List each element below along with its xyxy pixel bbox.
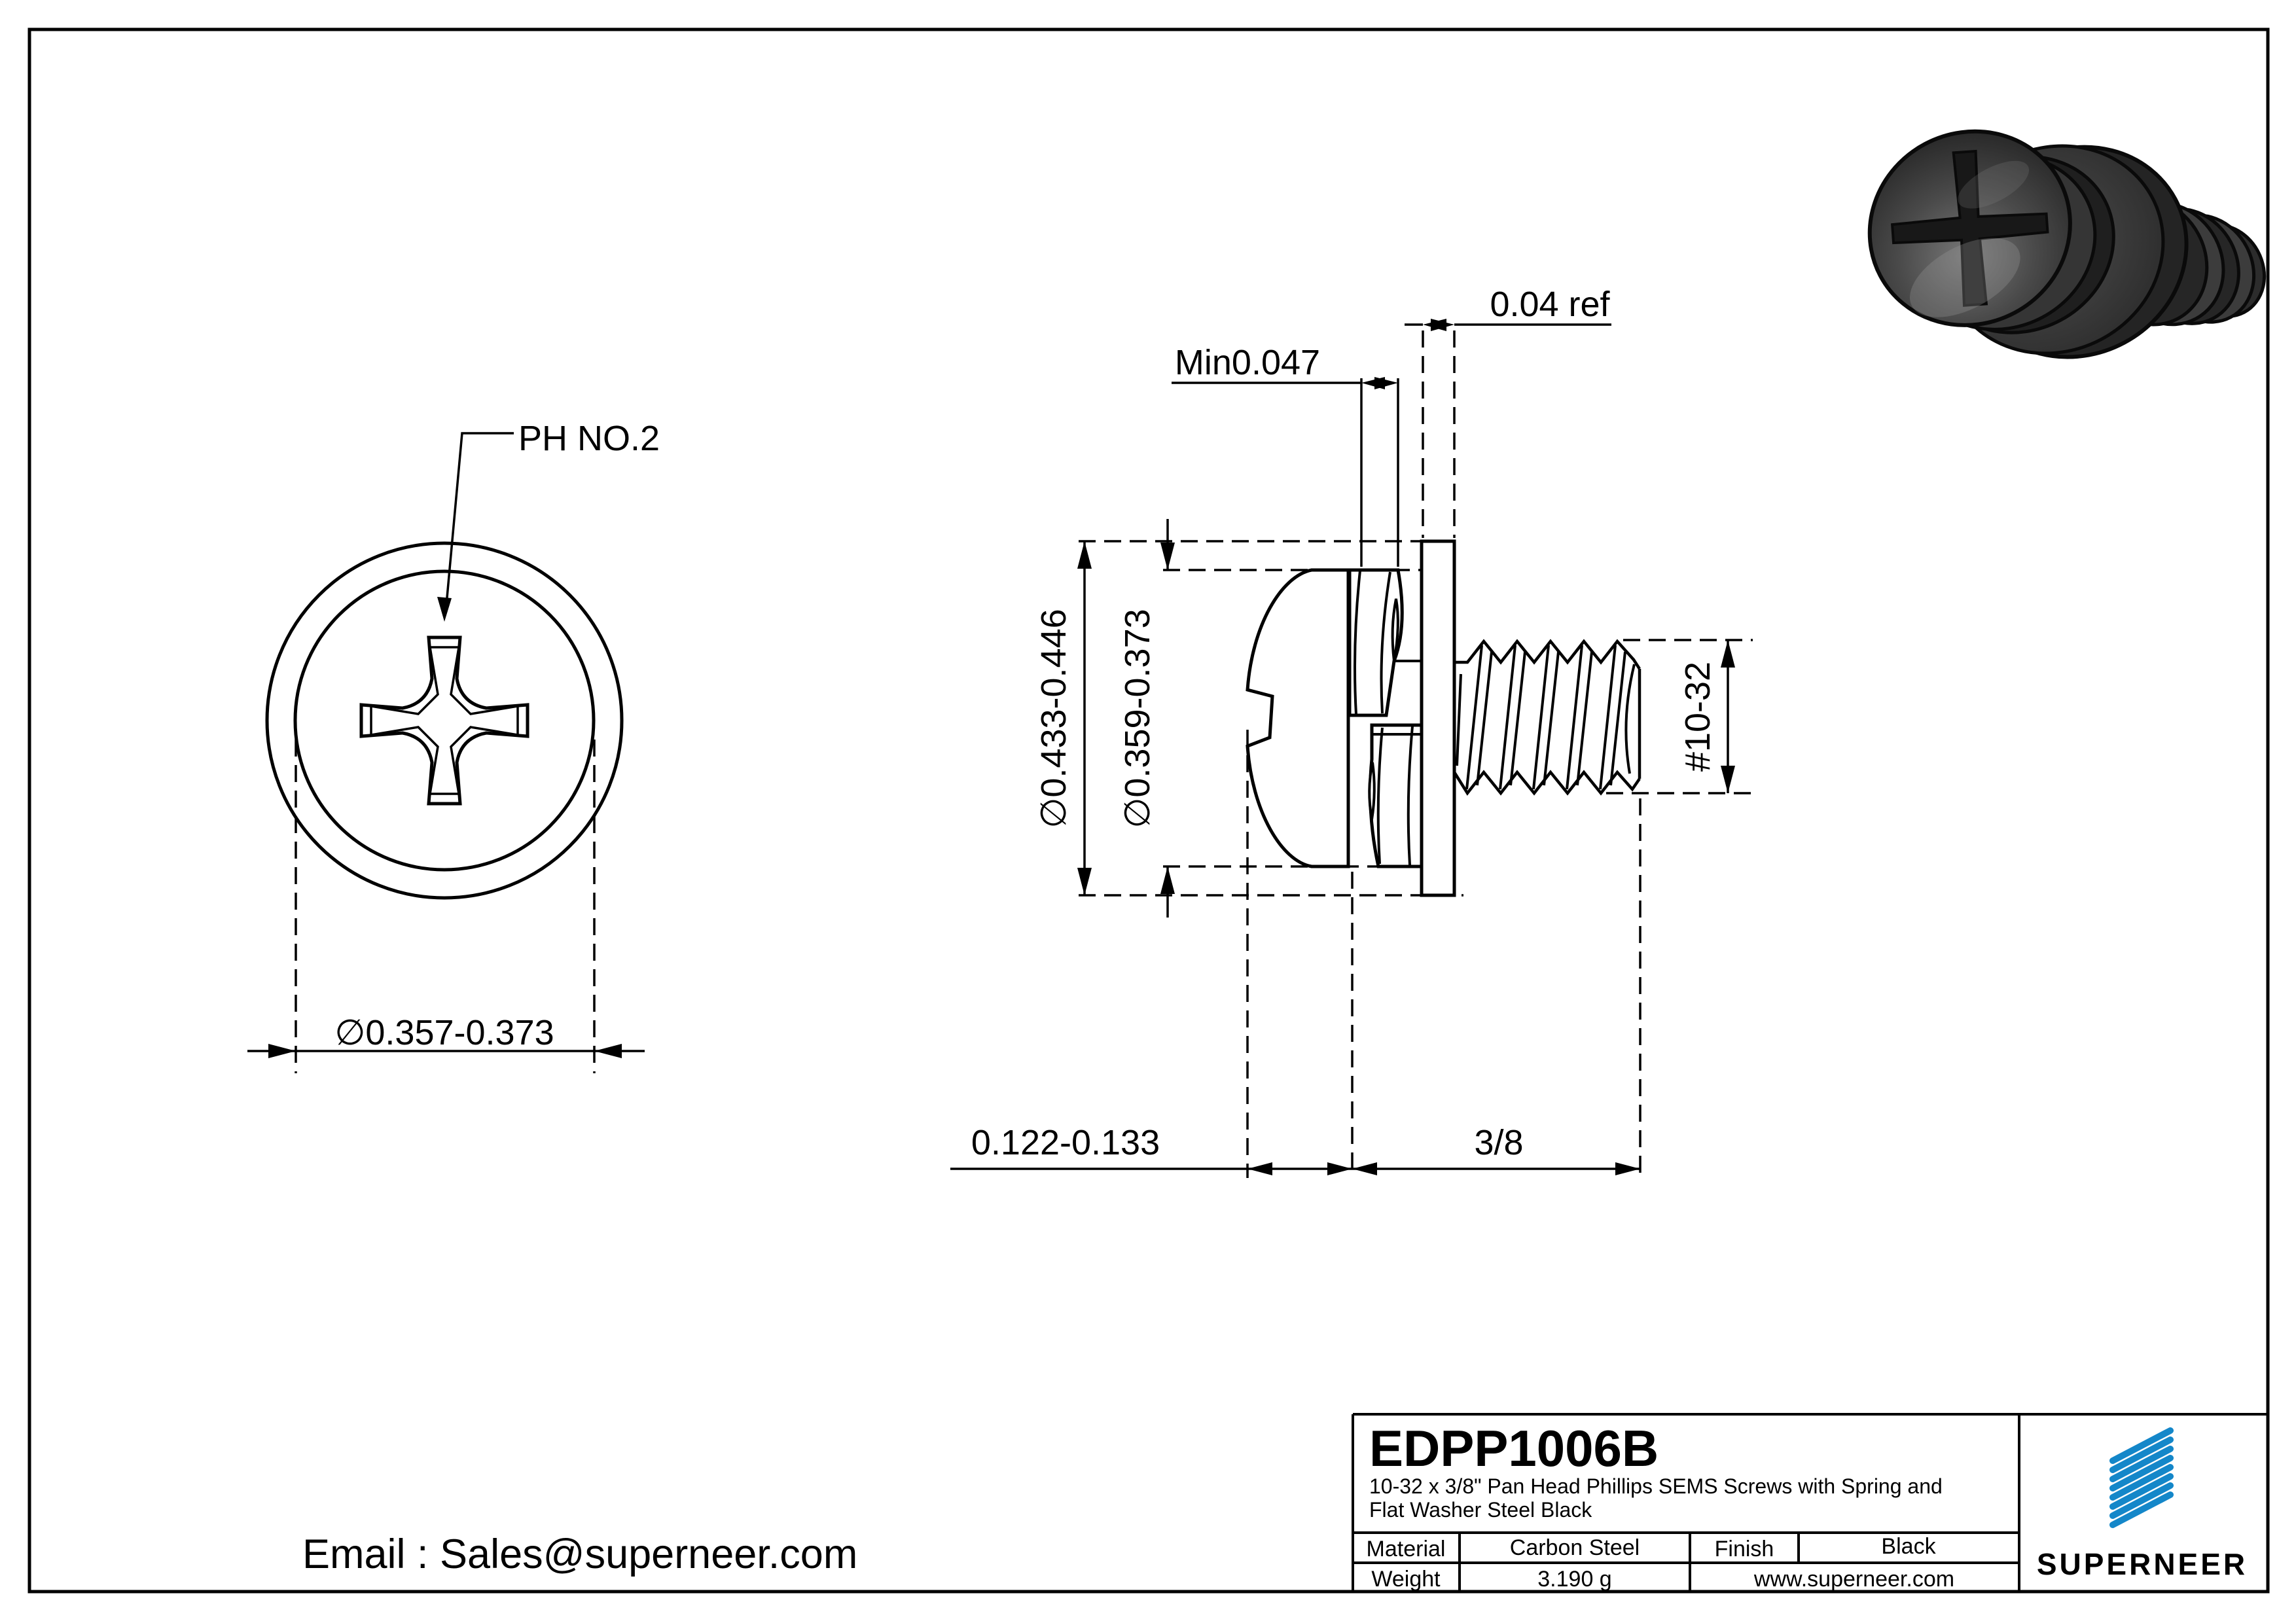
finish-label: Finish	[1715, 1537, 1774, 1561]
thread-spec-dimension: #10-32	[1606, 639, 1753, 794]
flat-washer-profile	[1420, 539, 1456, 897]
head-diameter-dim: ∅0.357-0.373	[334, 1013, 554, 1052]
flat-washer-thickness-dimension: 0.04 ref	[1405, 285, 1611, 538]
washer-od-dim: ∅0.433-0.446	[1034, 609, 1073, 828]
pan-head-profile	[1246, 568, 1350, 868]
superneer-logo: SUPERNEER	[2037, 1427, 2248, 1581]
contact-email: Email : Sales@superneer.com	[302, 1531, 857, 1577]
part-description-line1: 10-32 x 3/8" Pan Head Phillips SEMS Scre…	[1369, 1474, 1943, 1498]
front-view-dimension: ∅0.357-0.373	[247, 740, 645, 1073]
weight-label: Weight	[1371, 1567, 1441, 1592]
sheet-border	[27, 27, 2270, 1594]
brand-name: SUPERNEER	[2037, 1547, 2248, 1581]
material-label: Material	[1367, 1537, 1446, 1561]
thread-profile	[1453, 639, 1641, 796]
finish-value: Black	[1881, 1534, 1936, 1559]
length-dimensions: 0.122-0.133 3/8	[950, 730, 1641, 1178]
head-height-dim: 0.122-0.133	[971, 1123, 1160, 1162]
logo-stripes-icon	[2109, 1427, 2174, 1528]
front-view	[265, 541, 624, 900]
head-od-dimension: ∅0.359-0.373	[1118, 519, 1422, 918]
thread-spec-dim: #10-32	[1678, 662, 1717, 772]
part-description-line2: Flat Washer Steel Black	[1369, 1498, 1592, 1522]
website-link[interactable]: www.superneer.com	[1753, 1567, 1954, 1592]
weight-value: 3.190 g	[1537, 1567, 1611, 1592]
title-block: EDPP1006B 10-32 x 3/8" Pan Head Phillips…	[1352, 1413, 2268, 1592]
phillips-recess-icon	[359, 635, 529, 806]
head-od-dim: ∅0.359-0.373	[1118, 609, 1157, 828]
screw-3d-render	[1867, 129, 2267, 359]
thread-length-dim: 3/8	[1474, 1123, 1523, 1162]
washer-ref-dim: 0.04 ref	[1490, 285, 1610, 324]
washer-od-dimension: ∅0.433-0.446	[1034, 540, 1463, 897]
recess-callout: PH NO.2	[437, 419, 660, 622]
spring-washer-profile	[1348, 568, 1424, 868]
leader-arrow-icon	[437, 597, 452, 622]
spring-min-dim: Min0.047	[1175, 343, 1320, 382]
leader-line	[444, 432, 514, 613]
part-number: EDPP1006B	[1369, 1419, 1659, 1477]
washer-outer-circle	[265, 541, 624, 900]
recess-label: PH NO.2	[518, 419, 660, 458]
head-circle	[293, 569, 596, 872]
side-view	[1246, 539, 1641, 897]
material-value: Carbon Steel	[1510, 1535, 1640, 1560]
spring-thickness-dimension: Min0.047	[1172, 343, 1399, 567]
